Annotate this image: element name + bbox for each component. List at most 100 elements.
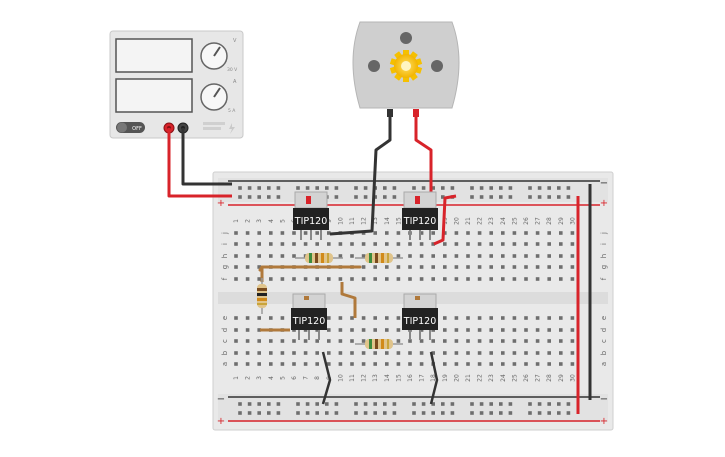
breadboard-hole	[412, 402, 416, 406]
breadboard-hole	[257, 265, 261, 269]
row-letter: f	[221, 277, 229, 280]
row-letter: i	[600, 243, 608, 245]
breadboard-hole	[327, 242, 331, 246]
rail-minus-label-br: −	[600, 394, 608, 405]
breadboard-hole	[276, 411, 281, 415]
breadboard-hole	[373, 402, 377, 406]
breadboard-hole	[296, 411, 300, 415]
voltage-knob[interactable]	[200, 42, 228, 70]
breadboard-hole	[431, 351, 435, 355]
column-number: 24	[500, 374, 507, 382]
row-letter: e	[221, 316, 229, 320]
breadboard-hole	[396, 254, 401, 258]
breadboard-hole	[512, 242, 517, 246]
breadboard-hole	[477, 242, 482, 246]
breadboard-hole	[361, 316, 366, 320]
current-knob[interactable]	[200, 83, 228, 111]
row-letter: a	[221, 362, 229, 366]
breadboard-hole	[431, 339, 435, 343]
breadboard-hole	[267, 186, 271, 190]
row-letter: c	[600, 339, 608, 343]
breadboard-hole	[501, 316, 505, 320]
breadboard-hole	[470, 402, 474, 406]
breadboard-hole	[373, 328, 377, 332]
row-letter: d	[600, 328, 608, 332]
wire-supply-positive	[167, 128, 232, 198]
breadboard-hole	[234, 316, 238, 320]
breadboard-hole	[276, 195, 281, 199]
breadboard-hole	[363, 402, 368, 406]
breadboard-hole	[257, 362, 261, 366]
column-number: 5	[279, 219, 286, 223]
breadboard-hole	[280, 242, 285, 246]
breadboard-hole	[292, 328, 296, 332]
breadboard-hole	[508, 411, 513, 415]
breadboard-hole	[454, 362, 459, 366]
breadboard-hole	[234, 277, 238, 281]
breadboard-hole	[431, 231, 435, 235]
row-letter: h	[221, 254, 229, 258]
power-switch[interactable]: OFF	[116, 122, 145, 133]
wire-supply-negative	[181, 128, 232, 186]
breadboard-hole	[280, 339, 285, 343]
breadboard-hole	[247, 195, 252, 199]
breadboard-hole	[528, 186, 532, 190]
breadboard-hole	[269, 362, 273, 366]
current-knob-scale: 5 A	[228, 108, 236, 114]
column-number: 26	[523, 217, 530, 225]
breadboard-hole	[245, 316, 250, 320]
breadboard-hole	[315, 277, 319, 281]
breadboard-hole	[443, 339, 447, 343]
breadboard-hole	[269, 316, 273, 320]
breadboard-hole	[501, 265, 505, 269]
breadboard-hole	[392, 402, 397, 406]
column-number: 29	[558, 374, 565, 382]
row-letter: h	[600, 254, 608, 258]
column-number: 15	[395, 217, 402, 225]
column-number: 7	[303, 376, 310, 380]
breadboard-hole	[479, 402, 484, 406]
breadboard-hole	[247, 402, 252, 406]
breadboard-hole	[383, 186, 387, 190]
row-letter: b	[600, 350, 608, 355]
column-number: 11	[349, 374, 356, 382]
breadboard-hole	[234, 231, 238, 235]
dc-motor	[352, 21, 460, 117]
breadboard-hole	[234, 254, 238, 258]
breadboard-hole	[267, 402, 271, 406]
transistor-tip120: TIP120	[402, 293, 438, 340]
breadboard-hole	[385, 277, 389, 281]
breadboard-hole	[383, 411, 387, 415]
breadboard-hole	[292, 242, 296, 246]
column-number: 16	[407, 374, 414, 382]
transistor-tip120: TIP120	[291, 293, 327, 340]
breadboard-hole	[257, 242, 261, 246]
transistor-tip120: TIP120	[402, 191, 438, 240]
breadboard-hole	[315, 231, 319, 235]
breadboard-hole	[338, 362, 343, 366]
breadboard-hole	[547, 339, 551, 343]
breadboard-hole	[234, 242, 238, 246]
breadboard-hole	[245, 254, 250, 258]
breadboard-hole	[257, 186, 261, 190]
breadboard-hole	[292, 362, 296, 366]
column-number: 6	[291, 376, 298, 380]
breadboard-hole	[466, 231, 470, 235]
column-number: 10	[337, 217, 344, 225]
breadboard-hole	[238, 195, 242, 199]
column-number: 9	[326, 219, 333, 223]
breadboard-hole	[454, 339, 459, 343]
breadboard-hole	[350, 328, 354, 332]
breadboard-hole	[443, 277, 447, 281]
transistor-label: TIP120	[292, 316, 325, 327]
rail-plus-label-br: +	[600, 416, 608, 427]
rail-minus-label-bl: −	[217, 394, 225, 405]
breadboard-hole	[327, 316, 331, 320]
breadboard-hole	[559, 254, 563, 258]
breadboard-hole	[354, 402, 358, 406]
breadboard-hole	[489, 242, 493, 246]
breadboard-hole	[269, 231, 273, 235]
breadboard-hole	[466, 254, 470, 258]
breadboard-hole	[408, 339, 412, 343]
breadboard-hole	[338, 254, 343, 258]
